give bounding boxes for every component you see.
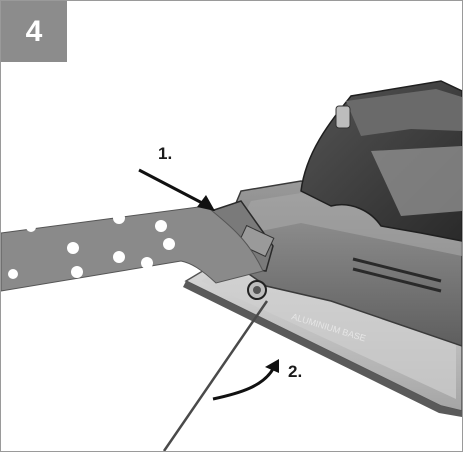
aluminium-base-plate: [183, 262, 462, 417]
callout-label-2: 2.: [288, 362, 303, 381]
callout-arrow-2: [212, 359, 279, 401]
clamp-screw: [247, 280, 267, 300]
hex-key-tool: [162, 300, 269, 451]
sander-handle: [300, 80, 462, 242]
clamp-lever: [209, 200, 275, 272]
sandpaper-strip: [1, 205, 264, 292]
callout-arrow-1: [138, 168, 215, 211]
callout-label-1: 1.: [158, 144, 173, 163]
step-badge: 4: [1, 1, 67, 62]
vent-slots: [352, 257, 442, 293]
